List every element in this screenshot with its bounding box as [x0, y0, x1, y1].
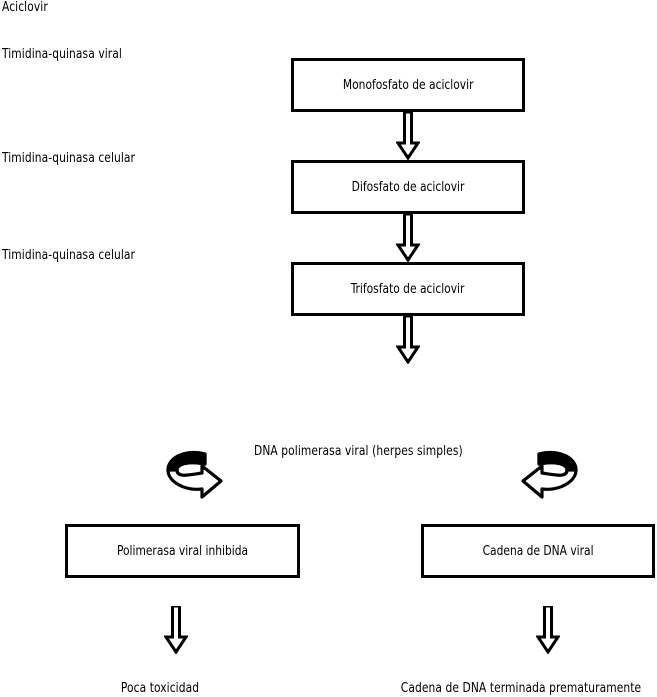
box-aciclovir-monophosphate-label: Monofosfato de aciclovir [342, 76, 474, 93]
block-arrow-down-icon-3 [396, 316, 420, 364]
block-arrow-down-icon-1 [396, 112, 420, 160]
enzyme-label-cellular-thymidine-kinase-2: Timidina-quinasa celular [2, 247, 136, 263]
box-aciclovir-triphosphate-label: Trifosfato de aciclovir [351, 280, 465, 297]
box-inhibited-viral-polymerase-label: Polimerasa viral inhibida [116, 542, 249, 559]
box-inhibited-viral-polymerase: Polimerasa viral inhibida [65, 524, 300, 578]
box-aciclovir-triphosphate: Trifosfato de aciclovir [291, 262, 525, 316]
box-aciclovir-diphosphate: Difosfato de aciclovir [291, 160, 525, 214]
dna-polymerase-label: DNA polimerasa viral (herpes simples) [254, 443, 463, 459]
diagram-title: Aciclovir [2, 0, 48, 15]
enzyme-label-viral-thymidine-kinase: Timidina-quinasa viral [2, 46, 122, 62]
box-viral-dna-chain-label: Cadena de DNA viral [482, 542, 594, 559]
block-arrow-down-icon-5 [536, 606, 560, 654]
box-aciclovir-diphosphate-label: Difosfato de aciclovir [351, 178, 465, 195]
block-arrow-down-icon-4 [164, 606, 188, 654]
circular-arrow-left-icon [509, 450, 579, 500]
result-low-toxicity: Poca toxicidad [120, 680, 200, 696]
circular-arrow-right-icon [165, 450, 235, 500]
block-arrow-down-icon-2 [396, 214, 420, 262]
box-viral-dna-chain: Cadena de DNA viral [421, 524, 655, 578]
result-prematurely-terminated-dna: Cadena de DNA terminada prematuramente [400, 680, 642, 696]
box-aciclovir-monophosphate: Monofosfato de aciclovir [291, 58, 525, 112]
enzyme-label-cellular-thymidine-kinase-1: Timidina-quinasa celular [2, 150, 136, 166]
